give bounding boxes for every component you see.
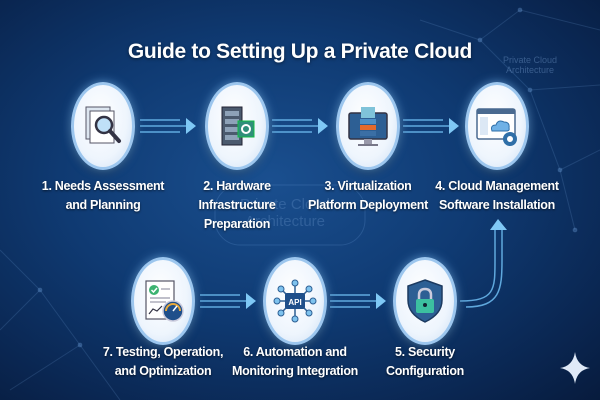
watermark-line2: Architecture	[505, 65, 555, 75]
monitor-layers-icon	[348, 107, 388, 146]
step-2-label: 2. Hardware Infrastructure Preparation	[162, 177, 312, 234]
step-7-label: 7. Testing, Operation, and Optimization	[88, 343, 238, 381]
step-5-label: 5. Security Configuration	[350, 343, 500, 381]
step-1-label: 1. Needs Assessment and Planning	[28, 177, 178, 215]
watermark-top: Private Cloud Architecture	[480, 55, 580, 75]
step-2-title: 2. Hardware	[203, 179, 271, 193]
step-4-label: 4. Cloud Management Software Installatio…	[422, 177, 572, 215]
step-6-node: API	[263, 257, 327, 345]
step-2-subtitle-2: Preparation	[203, 217, 271, 231]
arrow-6-7	[200, 294, 246, 308]
arrow-5-6	[330, 294, 376, 308]
step-5-node	[393, 257, 457, 345]
arrow-4-5	[459, 230, 503, 308]
cloud-window-gear-icon	[476, 108, 517, 146]
api-network-icon: API	[273, 279, 317, 323]
arrow-2-3	[272, 119, 318, 133]
step-3-label: 3. Virtualization Platform Deployment	[293, 177, 443, 215]
step-2-subtitle: Infrastructure	[198, 198, 276, 212]
watermark-center: Private Cloud Architecture	[220, 196, 350, 230]
step-4-subtitle: Software Installation	[439, 198, 555, 212]
step-4-node	[465, 82, 529, 170]
step-7-subtitle: and Optimization	[114, 364, 212, 378]
step-7-title: 7. Testing, Operation,	[102, 345, 224, 359]
step-1-subtitle: and Planning	[65, 198, 141, 212]
arrow-3-4	[403, 119, 449, 133]
step-5-subtitle: Configuration	[385, 364, 465, 378]
document-magnifier-icon	[85, 106, 121, 144]
watermark-line1: Private Cloud	[239, 196, 331, 213]
step-6-label: 6. Automation and Monitoring Integration	[220, 343, 370, 381]
arrow-1-2	[140, 119, 186, 133]
watermark-line1: Private Cloud	[502, 55, 558, 65]
report-gauge-icon	[145, 280, 184, 322]
step-5-title: 5. Security	[395, 345, 455, 359]
step-3-subtitle: Platform Deployment	[307, 198, 428, 212]
api-label: API	[288, 298, 301, 307]
step-7-node	[131, 257, 195, 345]
watermark-line2: Architecture	[244, 213, 326, 230]
step-1-node	[71, 82, 135, 170]
step-3-title: 3. Virtualization	[324, 179, 412, 193]
server-rack-gear-icon	[221, 106, 255, 146]
step-1-title: 1. Needs Assessment	[41, 179, 165, 193]
step-6-subtitle: Monitoring Integration	[231, 364, 359, 378]
step-3-node	[336, 82, 400, 170]
step-6-title: 6. Automation and	[243, 345, 347, 359]
sparkle-icon	[560, 352, 590, 384]
step-4-title: 4. Cloud Management	[435, 179, 559, 193]
page-title: Guide to Setting Up a Private Cloud	[127, 40, 473, 63]
step-2-node	[205, 82, 269, 170]
shield-lock-icon	[407, 279, 443, 323]
